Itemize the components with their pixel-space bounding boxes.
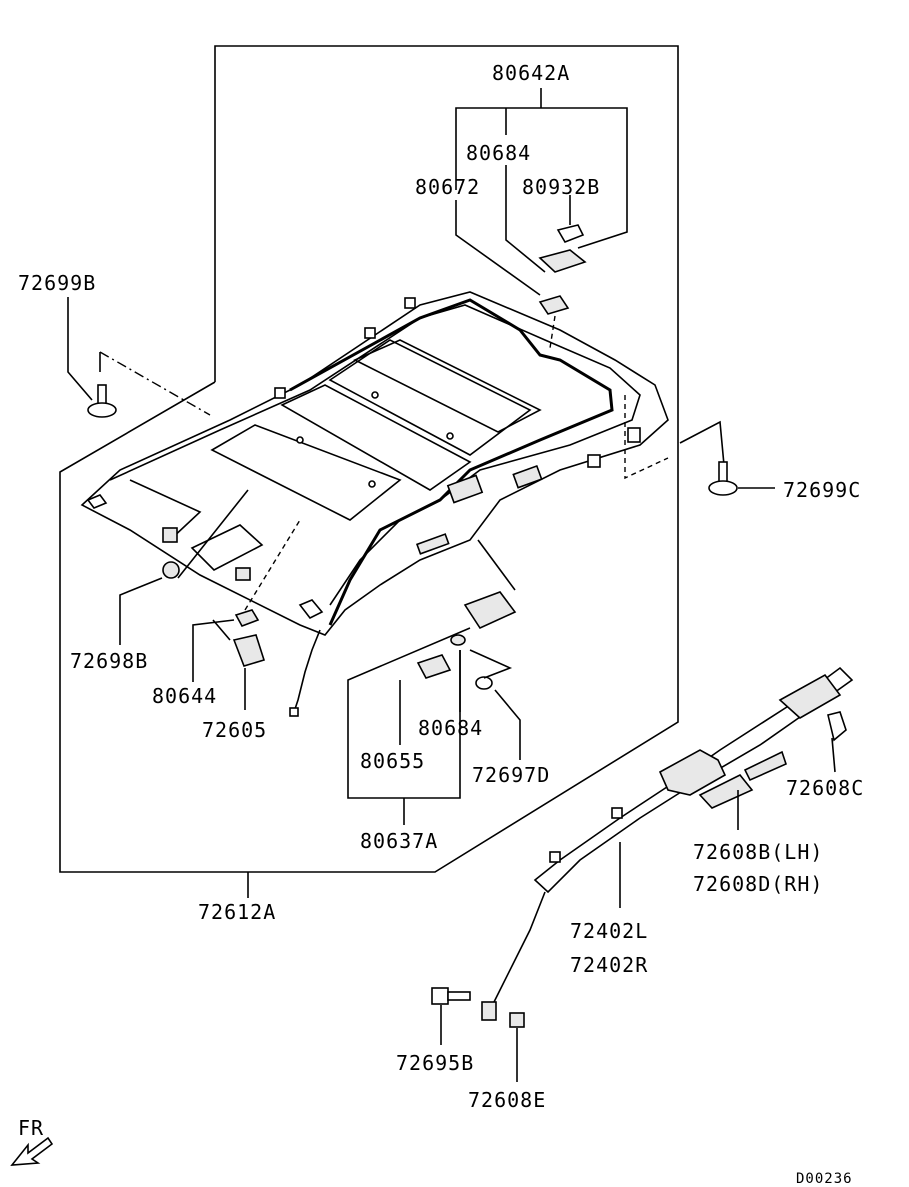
drawing-code: D00236	[796, 1171, 853, 1187]
label-80932b: 80932B	[522, 175, 600, 199]
label-80672: 80672	[415, 175, 480, 199]
clip-72699c	[624, 395, 775, 496]
assembly-frame-72612a	[59, 45, 679, 873]
room-lamp-80642a	[455, 88, 628, 349]
clip-72608e	[509, 1012, 525, 1082]
bolt-72695b	[431, 987, 471, 1045]
front-marker-label: FR	[18, 1116, 44, 1140]
pad-72698b	[119, 489, 249, 645]
label-72608e: 72608E	[468, 1088, 546, 1112]
label-80637a: 80637A	[360, 829, 438, 853]
label-72605: 72605	[202, 718, 267, 742]
label-72698b: 72698B	[70, 649, 148, 673]
label-80642a: 80642A	[492, 61, 570, 85]
label-72699b: 72699B	[18, 271, 96, 295]
label-80644: 80644	[152, 684, 217, 708]
label-80655: 80655	[360, 749, 425, 773]
label-72402r: 72402R	[570, 953, 648, 977]
hook-80644-72605	[192, 519, 301, 710]
label-72608c: 72608C	[786, 776, 864, 800]
headliner-panel	[80, 291, 669, 717]
label-72697d: 72697D	[472, 763, 550, 787]
label-72608b-lh: 72608B(LH)	[693, 840, 823, 864]
label-72699c: 72699C	[783, 478, 861, 502]
front-direction-arrow-icon	[10, 1136, 54, 1166]
label-80684-top: 80684	[466, 141, 531, 165]
clip-72699b	[67, 297, 211, 418]
label-72612a: 72612A	[198, 900, 276, 924]
label-72695b: 72695B	[396, 1051, 474, 1075]
roof-rail-trim-72402	[481, 666, 854, 1021]
label-72608d-rh: 72608D(RH)	[693, 872, 823, 896]
label-72402l: 72402L	[570, 919, 648, 943]
map-lamp-80637a	[347, 539, 521, 825]
label-80684-bottom: 80684	[418, 716, 483, 740]
